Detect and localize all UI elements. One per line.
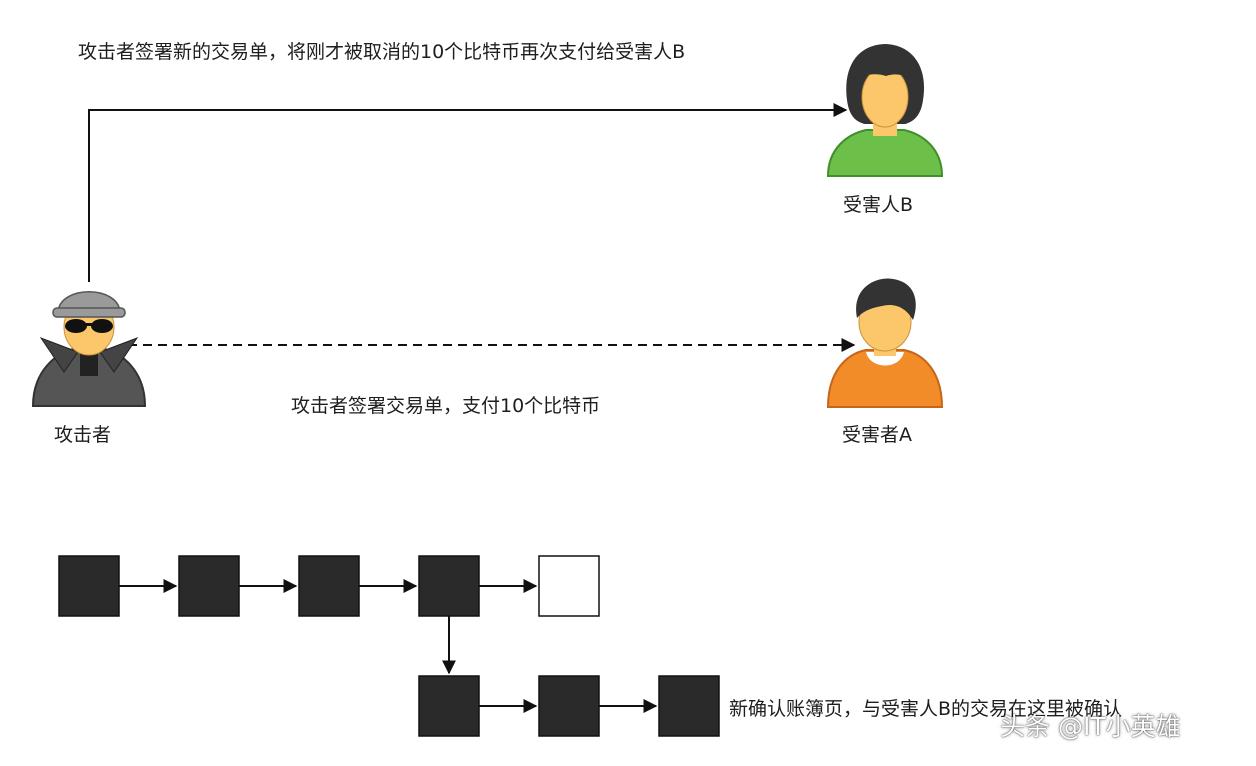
- hacker-icon: [31, 291, 147, 407]
- arrow-attacker-to-victim-b: [88, 103, 848, 282]
- watermark: 头条 @IT小英雄: [1000, 712, 1181, 741]
- block-2: [178, 555, 240, 617]
- person-green-shirt-icon: [826, 44, 944, 177]
- top-annotation: 攻击者签署新的交易单，将刚才被取消的10个比特币再次支付给受害人B: [78, 41, 686, 63]
- fork-block-2: [538, 675, 600, 737]
- block-5-empty: [538, 555, 600, 617]
- block-4: [418, 555, 480, 617]
- victim-b-label: 受害人B: [843, 194, 914, 216]
- bottom-annotation: 新确认账簿页，与受害人B的交易在这里被确认: [729, 698, 1123, 720]
- block-1: [58, 555, 120, 617]
- fork-block-1: [418, 675, 480, 737]
- fork-chain: [418, 675, 720, 737]
- block-3: [298, 555, 360, 617]
- victim-a-label: 受害者A: [842, 424, 912, 446]
- middle-annotation: 攻击者签署交易单，支付10个比特币: [291, 395, 601, 417]
- attacker-label: 攻击者: [54, 424, 112, 446]
- fork-block-3: [658, 675, 720, 737]
- main-chain: [58, 555, 600, 617]
- person-orange-hoodie-icon: [826, 278, 944, 408]
